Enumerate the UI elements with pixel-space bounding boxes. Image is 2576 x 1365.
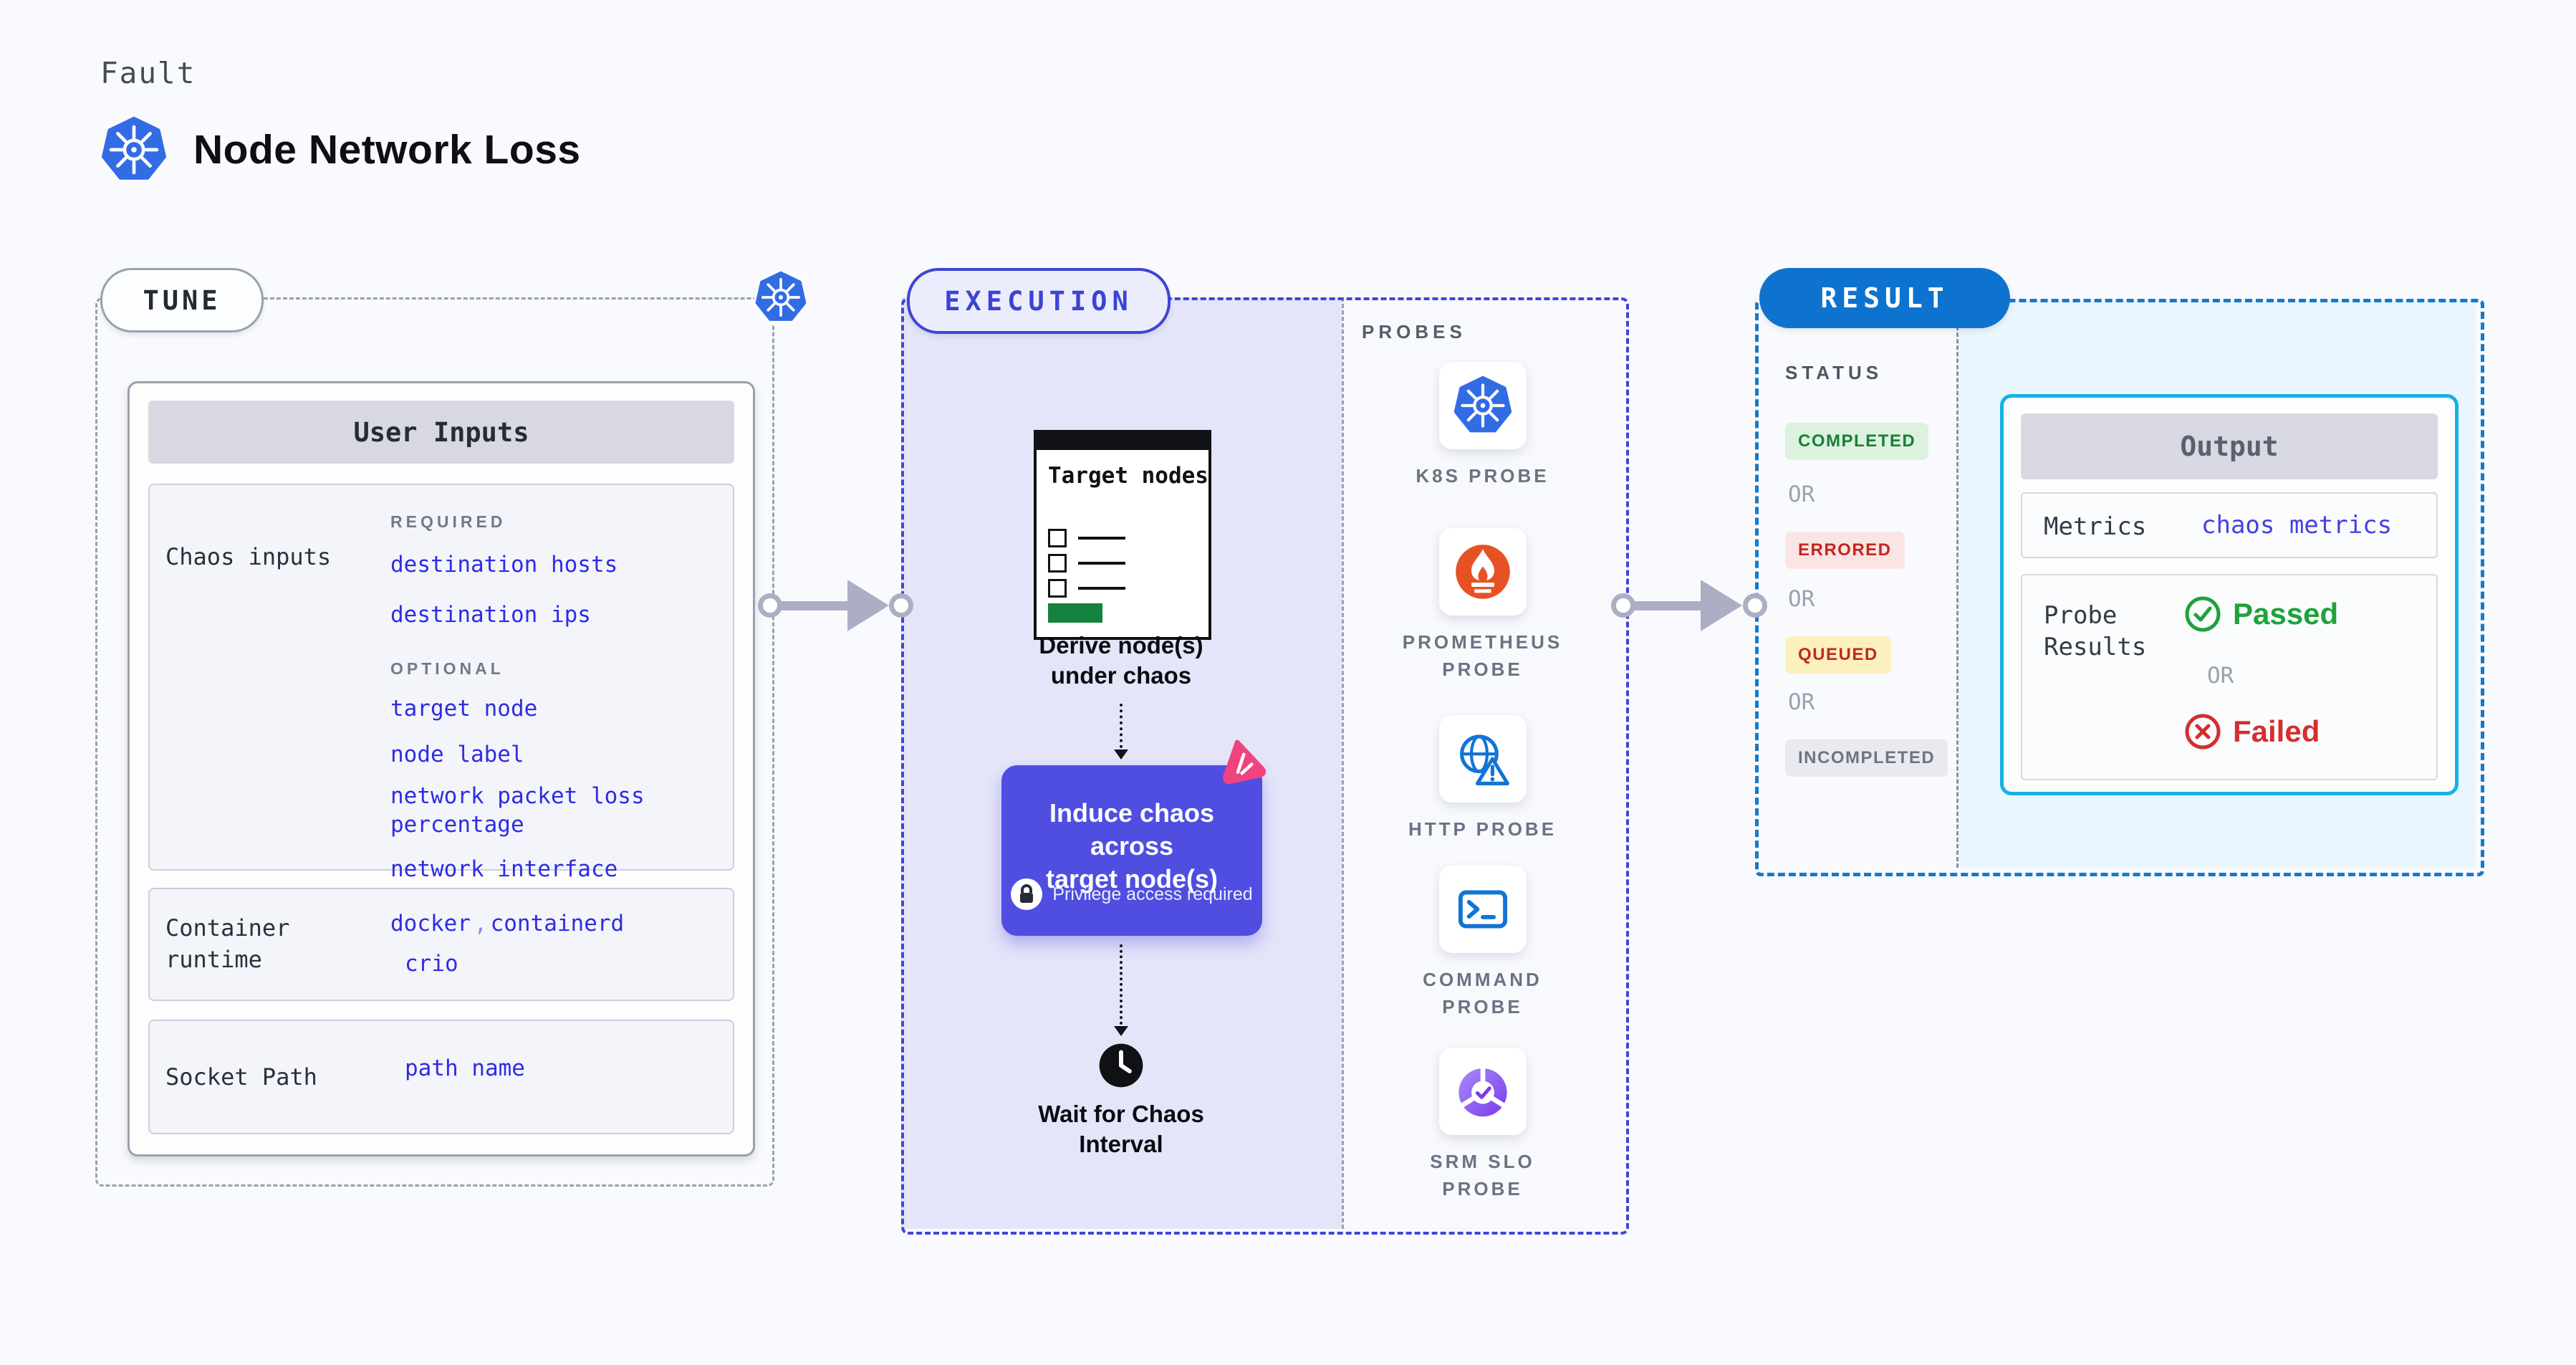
output-card: Output Metrics chaos metrics Probe Resul…: [2000, 394, 2459, 795]
link-target-node[interactable]: target node: [390, 696, 538, 722]
probe-item-http: HTTP PROBE: [1342, 715, 1623, 843]
link-node-label[interactable]: node label: [390, 742, 524, 767]
output-title: Output: [2021, 413, 2438, 479]
slo-donut-icon: [1458, 1067, 1507, 1117]
lock-icon: [1011, 878, 1043, 910]
status-badge-completed: COMPLETED: [1785, 423, 1929, 460]
check-circle-icon: [2185, 596, 2221, 632]
fault-kicker: Fault: [100, 56, 196, 90]
failed-label: Failed: [2233, 714, 2320, 748]
checkbox-icon: [1048, 579, 1067, 598]
target-nodes-title: Target nodes: [1048, 463, 1208, 489]
chaos-inputs-box: Chaos inputs REQUIRED destination hosts …: [148, 484, 734, 882]
dotted-connector: [1120, 944, 1123, 1025]
or-label: OR: [1788, 689, 1815, 715]
link-destination-ips[interactable]: destination ips: [390, 602, 591, 628]
link-docker[interactable]: docker: [390, 911, 471, 937]
terminal-icon: [1458, 890, 1507, 929]
probe-label: K8S PROBE: [1416, 465, 1549, 487]
http-globe-icon: [1459, 734, 1509, 785]
confirm-button-shape: [1048, 603, 1102, 623]
probe-label: PROMETHEUS PROBE: [1402, 631, 1563, 680]
command-probe-card[interactable]: [1438, 866, 1527, 953]
status-badge-incompleted: INCOMPLETED: [1785, 739, 1948, 777]
prometheus-icon: [1455, 545, 1510, 599]
kubernetes-icon: [100, 116, 168, 183]
probe-label: COMMAND PROBE: [1423, 969, 1542, 1017]
clock-icon: [1099, 1043, 1143, 1088]
link-crio[interactable]: crio: [405, 951, 458, 977]
probe-label: SRM SLO PROBE: [1430, 1151, 1535, 1199]
result-divider: [1956, 300, 1959, 868]
chaos-inputs-label: Chaos inputs: [165, 543, 332, 570]
k8s-probe-card[interactable]: [1438, 362, 1527, 449]
probes-title: PROBES: [1362, 321, 1466, 343]
dotted-connector: [1120, 704, 1123, 748]
user-inputs-card: User Inputs Chaos inputs REQUIRED destin…: [128, 381, 755, 1156]
or-label: OR: [1788, 586, 1815, 612]
runtime-comma: ,: [474, 911, 488, 937]
chaos-metrics-link[interactable]: chaos metrics: [2201, 511, 2393, 540]
page-header: Node Network Loss: [100, 116, 581, 183]
metrics-row: Metrics chaos metrics: [2021, 492, 2438, 558]
or-label: OR: [1788, 482, 1815, 507]
optional-tag: OPTIONAL: [390, 659, 504, 678]
http-probe-card[interactable]: [1438, 715, 1527, 803]
x-circle-icon: [2185, 714, 2221, 749]
metrics-label: Metrics: [2044, 512, 2147, 541]
status-badge-errored: ERRORED: [1785, 532, 1905, 569]
status-badge-queued: QUEUED: [1785, 636, 1891, 674]
container-runtime-label: Container runtime: [165, 914, 290, 973]
link-network-interface[interactable]: network interface: [390, 856, 618, 882]
probe-results-label: Probe Results: [2044, 601, 2147, 661]
passed-label: Passed: [2233, 597, 2339, 631]
target-nodes-card: Target nodes: [1034, 430, 1211, 640]
container-runtime-box: Container runtime docker , containerd cr…: [148, 888, 734, 1001]
derive-nodes-label: Derive node(s)under chaos: [1039, 632, 1203, 689]
status-title: STATUS: [1785, 362, 1883, 383]
or-label: OR: [2207, 663, 2234, 689]
probe-label: HTTP PROBE: [1408, 818, 1557, 840]
arrow-down-icon: [1114, 1026, 1128, 1036]
privilege-note: Privilege access required: [1052, 883, 1253, 904]
arrow-down-icon: [1114, 749, 1128, 760]
checkbox-icon: [1048, 529, 1067, 547]
link-path-name[interactable]: path name: [405, 1055, 525, 1081]
probe-item-command: COMMAND PROBE: [1342, 866, 1623, 1020]
required-tag: REQUIRED: [390, 512, 506, 531]
litmus-chaos-icon: [1222, 739, 1267, 785]
probe-item-srm-slo: SRM SLO PROBE: [1342, 1048, 1623, 1202]
socket-path-box: Socket Path path name: [148, 1020, 734, 1134]
link-destination-hosts[interactable]: destination hosts: [390, 552, 618, 578]
result-pill: RESULT: [1759, 268, 2010, 328]
execution-pill: EXECUTION: [907, 268, 1171, 334]
probe-item-k8s: K8S PROBE: [1342, 362, 1623, 489]
kubernetes-icon: [1453, 375, 1513, 436]
link-network-packet-loss-percentage[interactable]: network packet loss percentage: [390, 783, 645, 838]
link-containerd[interactable]: containerd: [490, 911, 625, 937]
probe-results-row: Probe Results Passed OR Failed: [2021, 574, 2438, 780]
card-titlebar: [1037, 433, 1208, 450]
page-title: Node Network Loss: [193, 127, 581, 173]
socket-path-label: Socket Path: [165, 1063, 317, 1091]
user-inputs-title: User Inputs: [148, 401, 734, 464]
prometheus-probe-card[interactable]: [1438, 528, 1527, 616]
srm-slo-probe-card[interactable]: [1438, 1048, 1527, 1135]
kubernetes-icon: [754, 271, 807, 324]
probe-item-prometheus: PROMETHEUS PROBE: [1342, 528, 1623, 683]
checkbox-icon: [1048, 554, 1067, 573]
tune-pill: TUNE: [100, 268, 264, 332]
